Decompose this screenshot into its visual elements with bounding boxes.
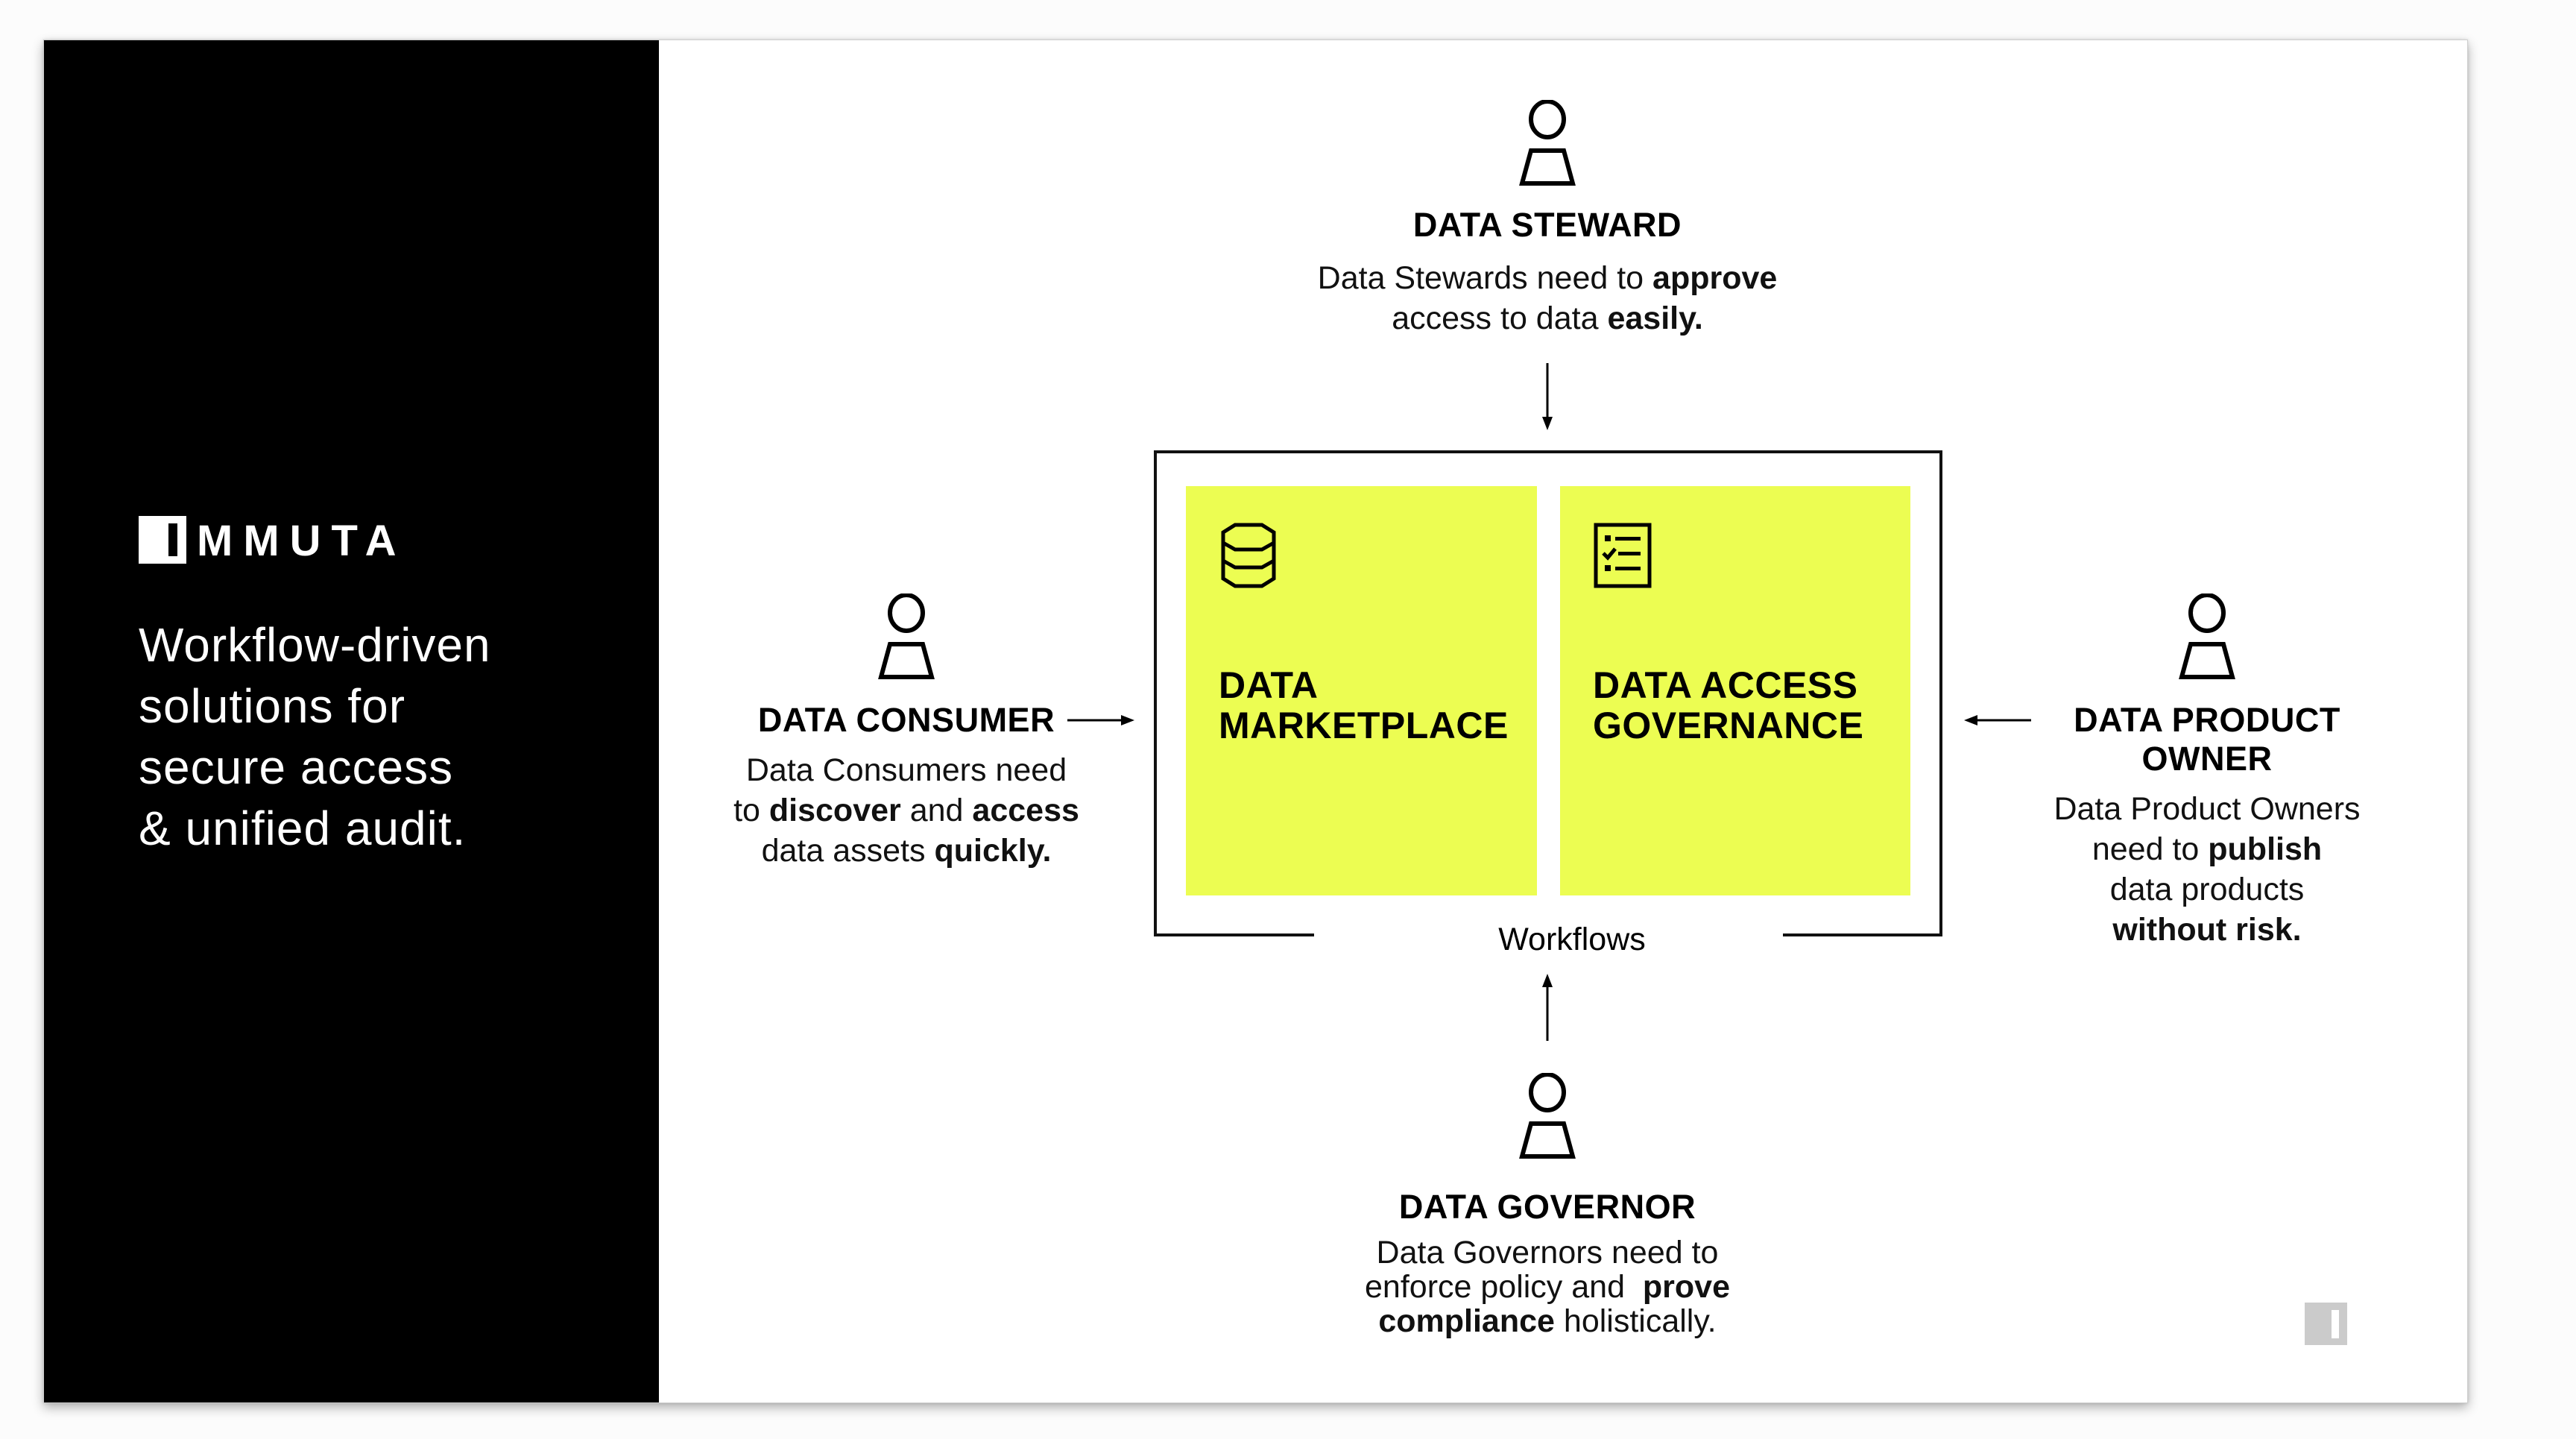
emphasis-text: quickly.: [934, 833, 1052, 869]
role-description-line: data assets quickly.: [645, 831, 1167, 871]
logo-wordmark: MMUTA: [197, 517, 407, 565]
checklist-icon: [1594, 523, 1652, 588]
role-description-line: Data Consumers need: [645, 750, 1167, 790]
immuta-logo: MMUTA: [139, 516, 407, 564]
tagline-line: secure access: [139, 740, 454, 794]
role-title-line: DATA CONSUMER: [757, 701, 1055, 739]
arrow-up-icon: [1542, 974, 1553, 1041]
description-text: Data Governors need to: [1376, 1235, 1719, 1270]
role-description-line: Data Stewards need to approve: [1249, 258, 1846, 298]
arrow-left-icon: [1964, 715, 2031, 725]
role-description-line: need to publish: [1946, 829, 2467, 869]
card-title-line: GOVERNANCE: [1593, 705, 1864, 746]
tagline-line: Workflow-driven: [139, 618, 491, 672]
role-title: DATA CONSUMER: [645, 701, 1167, 740]
role-description-line: access to data easily.: [1249, 298, 1846, 339]
description-text: access to data: [1392, 300, 1608, 336]
tagline-line: solutions for: [139, 679, 406, 733]
description-text: holistically.: [1554, 1303, 1717, 1339]
role-description-line: without risk.: [1946, 910, 2467, 950]
person-icon: [878, 593, 935, 679]
description-text: Data Consumers need: [745, 752, 1067, 788]
role-description-line: Data Governors need to: [1249, 1235, 1846, 1270]
role-title: DATA GOVERNOR: [1249, 1188, 1846, 1227]
role-title-line: DATA GOVERNOR: [1398, 1188, 1696, 1226]
description-text: to: [733, 793, 769, 828]
platform-frame: [1154, 450, 1942, 936]
card-title: DATA MARKETPLACE: [1219, 665, 1509, 746]
description-text: and: [900, 793, 973, 828]
description-text: data assets: [761, 833, 935, 869]
emphasis-text: without risk.: [2112, 912, 2302, 948]
frame-bottom-left-line: [1154, 933, 1314, 936]
role-description-line: enforce policy and prove: [1249, 1270, 1846, 1304]
database-icon: [1221, 523, 1276, 588]
emphasis-text: publish: [2208, 831, 2323, 867]
description-text: need to: [2092, 831, 2209, 867]
workflows-label: Workflows: [1498, 922, 1646, 957]
role-description-line: compliance holistically.: [1249, 1304, 1846, 1338]
brand-panel: MMUTA Workflow-driven solutions for secu…: [44, 40, 659, 1402]
description-text: Data Stewards need to: [1317, 260, 1653, 296]
immuta-logo-mark-icon: [2305, 1303, 2347, 1345]
emphasis-text: compliance: [1378, 1303, 1555, 1339]
description-text: enforce policy and: [1365, 1269, 1643, 1305]
tagline: Workflow-driven solutions for secure acc…: [139, 614, 616, 859]
card-title-line: MARKETPLACE: [1219, 705, 1509, 746]
person-icon: [2179, 593, 2235, 679]
person-icon: [1519, 100, 1576, 186]
role-title-line: OWNER: [2141, 740, 2273, 778]
role-data-steward: DATA STEWARD Data Stewards need to appro…: [1249, 100, 1846, 339]
description-text: data products: [2109, 872, 2305, 907]
tagline-line: & unified audit.: [139, 802, 467, 855]
role-title-line: DATA STEWARD: [1412, 206, 1682, 244]
emphasis-text: prove: [1642, 1269, 1730, 1305]
card-title-line: DATA: [1219, 664, 1319, 706]
emphasis-text: approve: [1652, 260, 1778, 296]
slide: MMUTA Workflow-driven solutions for secu…: [43, 40, 2468, 1403]
person-icon: [1519, 1073, 1576, 1159]
frame-bottom-right-line: [1783, 933, 1942, 936]
emphasis-text: discover: [768, 793, 901, 828]
card-data-access-governance[interactable]: DATA ACCESS GOVERNANCE: [1560, 486, 1910, 895]
arrow-down-icon: [1542, 363, 1553, 430]
card-title-line: DATA ACCESS: [1593, 664, 1858, 706]
role-title-line: DATA PRODUCT: [2074, 701, 2340, 739]
card-title: DATA ACCESS GOVERNANCE: [1593, 665, 1863, 746]
role-description-line: to discover and access: [645, 790, 1167, 831]
card-data-marketplace[interactable]: DATA MARKETPLACE: [1186, 486, 1537, 895]
emphasis-text: access: [972, 793, 1079, 828]
immuta-logo-mark-icon: [139, 516, 186, 564]
role-title: DATA STEWARD: [1249, 206, 1846, 245]
role-description-line: data products: [1946, 869, 2467, 910]
emphasis-text: easily.: [1607, 300, 1703, 336]
role-description-line: Data Product Owners: [1946, 789, 2467, 829]
arrow-right-icon: [1067, 715, 1134, 725]
description-text: Data Product Owners: [2053, 791, 2361, 827]
